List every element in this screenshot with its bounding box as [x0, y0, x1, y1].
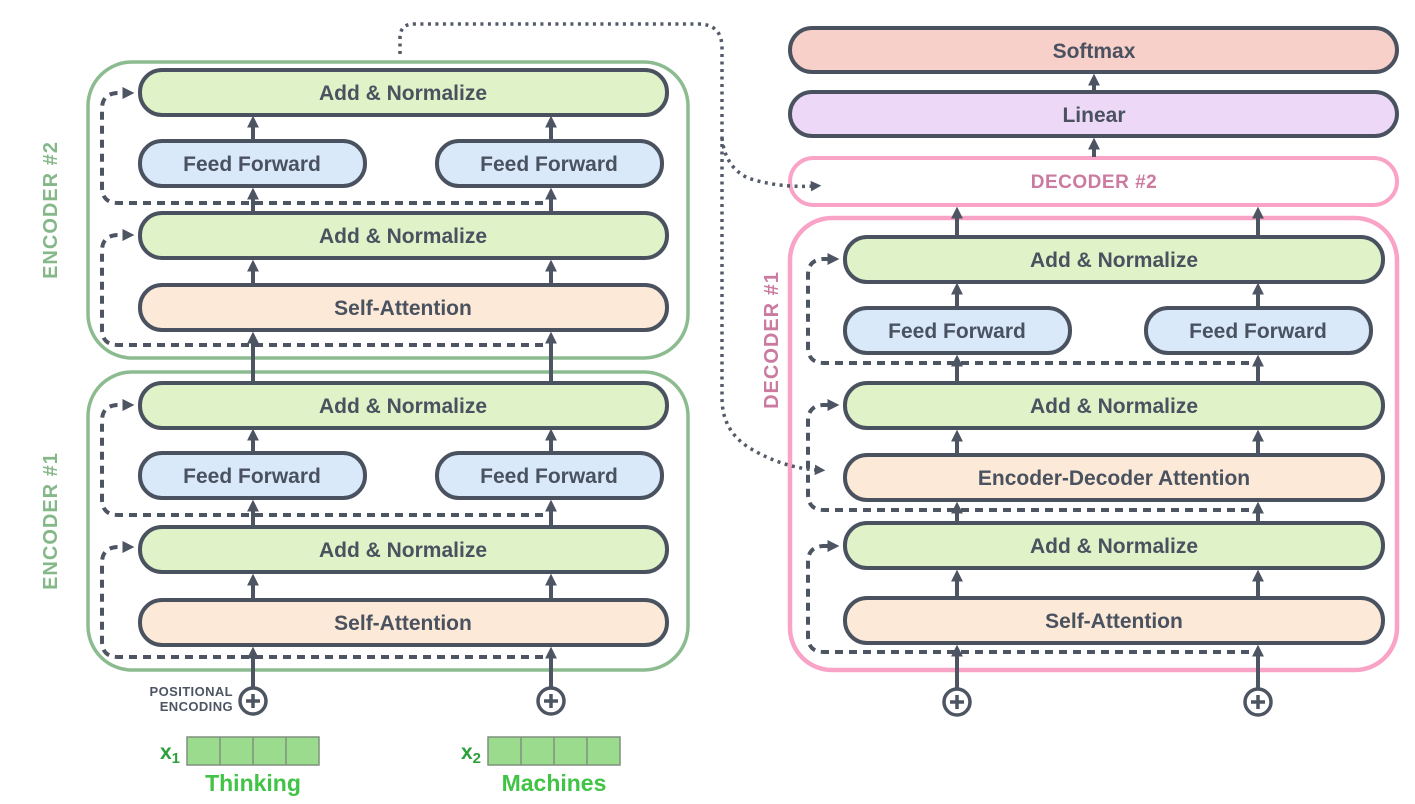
token-x1-label: x1 [160, 741, 180, 767]
decoder-1-add-normalize-bottom-box [843, 521, 1385, 570]
encoder-1-feed-forward-left-label: Feed Forward [183, 465, 321, 488]
encoder-2-self-attention-box [138, 283, 669, 332]
decoder-1-add-normalize-top-box [843, 235, 1385, 284]
token-word-thinking: Thinking [205, 770, 301, 796]
decoder-stack: DECODER #1 [761, 26, 1400, 717]
encoder-1-add-normalize-bottom-label: Add & Normalize [319, 539, 487, 562]
encoder-output-to-decoder-2-branch-path [720, 137, 822, 192]
decoder-arrows [951, 73, 1264, 688]
encoder-1-add-normalize-bottom-box [138, 525, 669, 574]
decoder-1-encoder-decoder-attention-label: Encoder-Decoder Attention [978, 467, 1250, 490]
decoder-1-add-normalize-bottom-label: Add & Normalize [1030, 535, 1198, 558]
encoder-2-residual-connections [100, 87, 543, 347]
encoder-1-feed-forward-left-box [138, 451, 367, 500]
encoder-decoder-connection [398, 22, 826, 476]
encoder-2-arrows [247, 115, 557, 284]
decoder-1-feed-forward-left-box [843, 306, 1072, 355]
decoder-output-adds [942, 687, 1273, 717]
decoder-1-add-normalize-mid-box [843, 381, 1385, 430]
encoder-2-feed-forward-left-box [138, 139, 367, 188]
encoder-1-arrows [247, 331, 557, 599]
encoder-2-self-attention-label: Self-Attention [334, 297, 472, 320]
decoder-2-label: DECODER #2 [1031, 172, 1157, 193]
encoder-2-add-normalize-bottom-box [138, 211, 669, 260]
encoder-inputs: POSITIONAL ENCODING x1 Thinking x2 Machi… [150, 646, 621, 796]
encoder-1-residual-connections [100, 399, 543, 659]
decoder-1-encoder-decoder-attention-box [843, 453, 1385, 502]
encoder-2-add-normalize-bottom-label: Add & Normalize [319, 225, 487, 248]
softmax-label: Softmax [1053, 40, 1136, 63]
encoder-1-add-normalize-top-box [138, 381, 669, 430]
token-embedding-x2 [487, 736, 621, 766]
token-embedding-x1 [186, 736, 320, 766]
encoder-1: ENCODER #1 Add & Normalize Feed Forward … [40, 331, 690, 672]
positional-encoding-add-decoder-right [1243, 687, 1273, 717]
softmax-box [788, 26, 1399, 74]
encoder-1-add-normalize-top-label: Add & Normalize [319, 395, 487, 418]
positional-encoding-add-decoder-left [942, 687, 972, 717]
decoder-1-add-normalize-mid-label: Add & Normalize [1030, 395, 1198, 418]
encoder-1-label: ENCODER #1 [40, 452, 62, 590]
encoder-2-feed-forward-right-box [435, 139, 664, 188]
linear-label: Linear [1062, 104, 1125, 127]
decoder-1-self-attention-box [843, 596, 1385, 645]
encoder-output-to-encoder-decoder-attention-path [398, 22, 826, 476]
encoder-1-self-attention-label: Self-Attention [334, 612, 472, 635]
positional-encoding-label-line2: ENCODING [160, 699, 233, 714]
decoder-1-feed-forward-right-label: Feed Forward [1189, 320, 1327, 343]
linear-box [788, 90, 1399, 138]
encoder-2-add-normalize-top-box [138, 68, 669, 117]
decoder-1-label: DECODER #1 [761, 271, 783, 409]
decoder-1-feed-forward-right-box [1144, 306, 1373, 355]
encoder-1-self-attention-box [138, 598, 669, 647]
positional-encoding-add-left [238, 686, 268, 716]
encoder-2: ENCODER #2 Add & Normalize Feed Forward … [40, 60, 690, 360]
decoder-1-self-attention-label: Self-Attention [1045, 610, 1183, 633]
token-x2-label: x2 [461, 741, 481, 767]
encoder-2-feed-forward-left-label: Feed Forward [183, 153, 321, 176]
encoder-2-add-normalize-top-label: Add & Normalize [319, 82, 487, 105]
encoder-2-label: ENCODER #2 [40, 141, 62, 279]
decoder-2-pill [788, 156, 1399, 207]
encoder-1-container [86, 370, 690, 672]
token-word-machines: Machines [502, 770, 607, 796]
positional-encoding-add-right [536, 686, 566, 716]
encoder-1-feed-forward-right-label: Feed Forward [480, 465, 618, 488]
encoder-1-feed-forward-right-box [435, 451, 664, 500]
positional-encoding-label-line1: POSITIONAL [150, 684, 233, 699]
decoder-1-feed-forward-left-label: Feed Forward [888, 320, 1026, 343]
encoder-2-feed-forward-right-label: Feed Forward [480, 153, 618, 176]
decoder-1-add-normalize-top-label: Add & Normalize [1030, 249, 1198, 272]
